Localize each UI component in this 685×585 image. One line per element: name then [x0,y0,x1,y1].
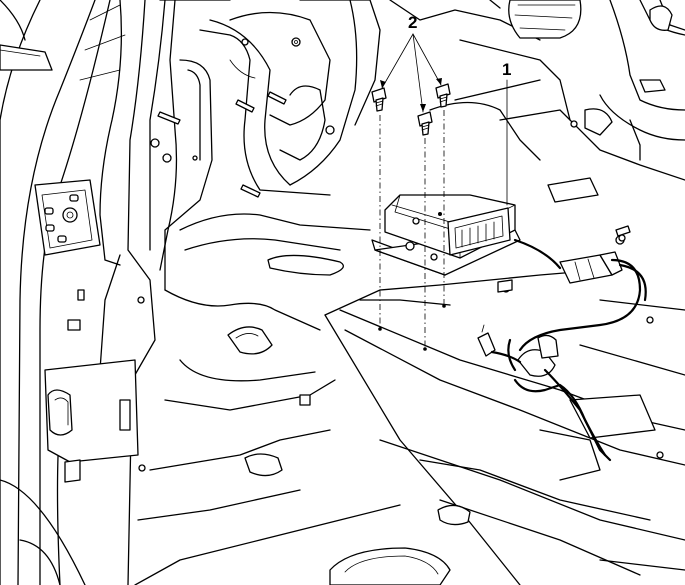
callout-2-leader-b [412,33,424,113]
left-pillar-structure [0,0,178,585]
bolt-left [371,87,387,112]
mounting-bolts [371,83,451,351]
airbag-sensing-module [371,194,647,462]
callout-2-leader-a [381,33,414,89]
callout-1-label: 1 [502,60,511,79]
bolt-middle [417,111,433,136]
callout-2: 2 [380,13,442,113]
bolt-right [435,83,451,108]
floor-pan [134,213,685,585]
callout-2-leader-c [412,33,442,86]
rear-panel-structure [150,0,685,291]
callout-1: 1 [502,60,511,206]
callout-2-label: 2 [408,13,417,32]
